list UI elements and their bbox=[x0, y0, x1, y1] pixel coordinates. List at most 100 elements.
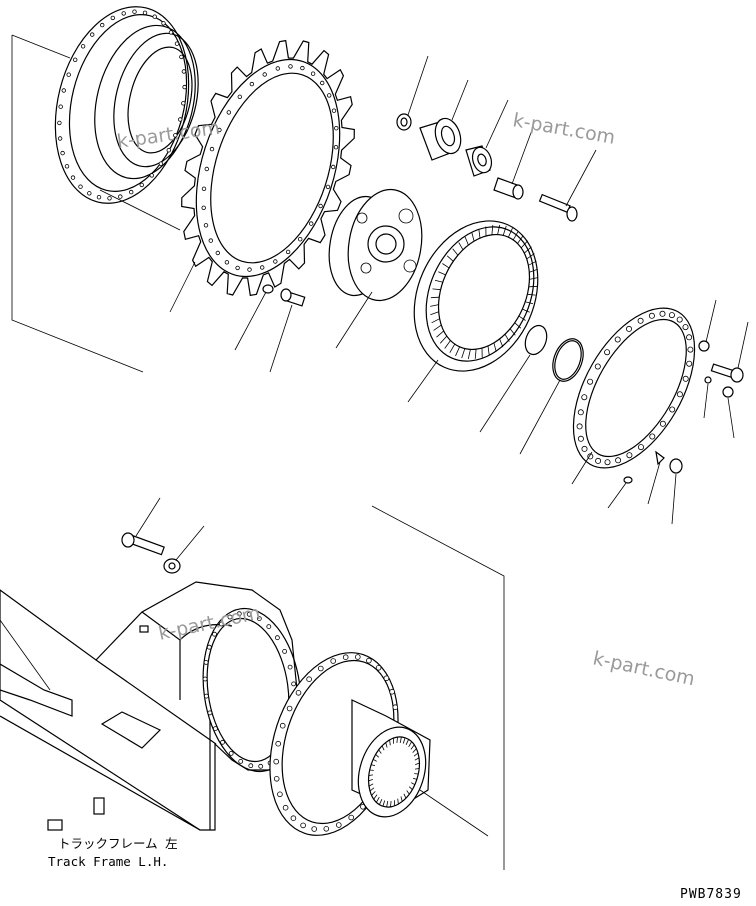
cover-bolt-hole bbox=[648, 312, 655, 319]
ring-gear-tooth bbox=[508, 227, 513, 238]
ring-gear-tooth bbox=[444, 340, 451, 349]
planet-pin bbox=[493, 129, 533, 200]
cover-bolt-hole bbox=[682, 375, 689, 382]
frame-bolt-hole bbox=[207, 710, 213, 716]
hub-bolt-hole bbox=[64, 164, 70, 169]
motor-bolt-hole bbox=[348, 814, 355, 821]
hub-bolt-hole bbox=[66, 72, 71, 77]
ring-gear-tooth bbox=[449, 343, 456, 353]
sprocket-bolt-hole bbox=[224, 260, 230, 265]
frame-bolt-hole bbox=[287, 664, 293, 670]
ring-gear-tooth bbox=[452, 248, 459, 256]
drawing-code: PWB7839 bbox=[680, 887, 742, 902]
motor-spline-tooth bbox=[371, 791, 376, 796]
cover-bolt-hole bbox=[604, 459, 611, 466]
hub-bolt-hole bbox=[128, 189, 134, 195]
drain-plug bbox=[669, 458, 683, 525]
hub-bolt-hole bbox=[182, 84, 187, 90]
cover-bolt-hole bbox=[649, 433, 656, 440]
sprocket-bolt-hole bbox=[208, 238, 213, 243]
frame-bolt-hole bbox=[258, 763, 264, 769]
motor-housing bbox=[269, 652, 489, 837]
planet-gear-bushing bbox=[465, 99, 509, 177]
ring-gear-tooth bbox=[526, 253, 535, 260]
sprocket-bolt-hole bbox=[262, 72, 267, 77]
ring-gear-tooth bbox=[512, 231, 519, 241]
sprocket-bolt-hole bbox=[217, 127, 222, 133]
hub-bolt-hole bbox=[121, 11, 126, 16]
cover-bolt-hole bbox=[581, 394, 588, 401]
cover-bolt-hole bbox=[676, 391, 683, 398]
ring-gear-tooth bbox=[432, 288, 441, 291]
hub-bolt-hole bbox=[107, 196, 112, 201]
hub-bolt-hole bbox=[57, 136, 63, 141]
ring-gear-tooth bbox=[471, 232, 475, 242]
sprocket-bolt-hole bbox=[331, 164, 336, 170]
cover-bolt-hole bbox=[577, 409, 584, 416]
ring-gear-tooth bbox=[528, 260, 537, 266]
sprocket-bolt-hole bbox=[201, 205, 206, 210]
motor-spline-tooth bbox=[413, 752, 419, 757]
motor-bolt-hole bbox=[286, 705, 293, 712]
hub-bolt-hole bbox=[118, 194, 123, 199]
motor-spline-tooth bbox=[411, 782, 416, 786]
sprocket-bolt-hole bbox=[333, 144, 339, 150]
motor-bolt-hole bbox=[392, 704, 399, 710]
motor-spline-tooth bbox=[414, 757, 420, 761]
ring-gear-tooth bbox=[464, 236, 469, 246]
motor-spline-tooth bbox=[386, 801, 389, 808]
ring-gear-tooth bbox=[499, 338, 504, 348]
sprocket-washer bbox=[234, 284, 274, 351]
motor-spline-tooth bbox=[402, 737, 406, 744]
hub-bolt-hole bbox=[72, 57, 78, 62]
sprocket-bolt-hole bbox=[325, 184, 331, 190]
watermark-4: k-part.com bbox=[591, 647, 697, 690]
ring-gear-tooth bbox=[430, 304, 439, 307]
hub-bolt-hole bbox=[132, 9, 137, 14]
hub-bolt-hole bbox=[161, 21, 166, 26]
motor-bolt-hole bbox=[306, 676, 312, 682]
hub-bolt-hole bbox=[179, 54, 184, 60]
motor-spline-tooth bbox=[400, 796, 403, 802]
cover-washer bbox=[698, 299, 717, 352]
ring-gear-tooth bbox=[461, 348, 466, 359]
motor-bolt-hole bbox=[282, 804, 289, 811]
level-plug bbox=[647, 450, 665, 505]
ring-gear-tooth bbox=[509, 328, 516, 336]
ring-gear-tooth bbox=[520, 240, 529, 249]
frame-bolt-hole bbox=[266, 624, 272, 629]
hub-bolt-hole bbox=[174, 41, 180, 46]
hub-bolt-hole bbox=[139, 182, 144, 188]
motor-bolt-hole bbox=[383, 675, 390, 682]
motor-bolt-hole bbox=[342, 654, 349, 660]
ring-gear-tooth bbox=[502, 225, 507, 236]
motor-bolt-hole bbox=[273, 775, 280, 782]
motor-bolt-hole bbox=[273, 758, 280, 765]
ring-gear-tooth bbox=[458, 242, 464, 251]
frame-bolt-hole bbox=[203, 693, 209, 699]
ring-gear-tooth bbox=[446, 255, 454, 262]
motor-spline-tooth bbox=[399, 736, 402, 743]
cover-bolt-hole bbox=[686, 334, 693, 341]
sprocket-bolt-hole bbox=[273, 259, 278, 264]
cover-bolt-hole bbox=[676, 316, 683, 323]
cover-bolt-hole bbox=[577, 435, 584, 442]
sprocket-bolt-hole bbox=[275, 66, 280, 71]
frame-bolt-hole bbox=[203, 660, 209, 665]
ring-gear-tooth bbox=[431, 318, 440, 324]
motor-bolt-hole bbox=[279, 722, 286, 729]
hub-bolt-hole bbox=[80, 44, 86, 49]
motor-spline-tooth bbox=[410, 744, 415, 750]
ring-gear-tooth bbox=[478, 228, 481, 239]
sprocket-bolt-hole bbox=[226, 110, 231, 115]
hub-bolt-hole bbox=[181, 69, 187, 74]
motor-spline-tooth bbox=[382, 800, 386, 807]
hub-bolt-hole bbox=[99, 22, 105, 28]
motor-spline-tooth bbox=[406, 790, 410, 795]
cover-bolt-hole bbox=[594, 363, 601, 370]
cover-bolt-hole bbox=[659, 420, 666, 427]
motor-bolt-hole bbox=[290, 815, 297, 821]
ring-gear-tooth bbox=[504, 333, 510, 342]
motor-bolt-hole bbox=[354, 654, 361, 660]
motor-spline-tooth bbox=[371, 764, 376, 767]
